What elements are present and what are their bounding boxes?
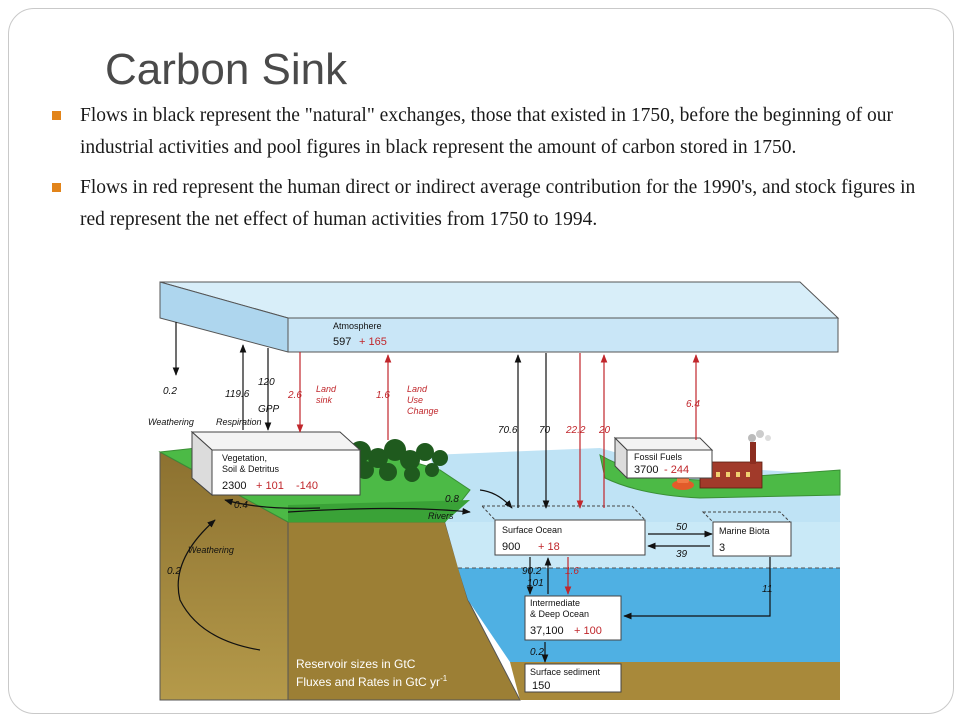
rivers-return-value: 0.4 xyxy=(234,500,248,511)
ocean-in-human-value: 22.2 xyxy=(565,425,586,436)
vegetation-box: Vegetation, Soil & Detritus 2300 + 101 -… xyxy=(190,430,362,497)
slide-title: Carbon Sink xyxy=(105,45,348,94)
soil-block xyxy=(159,451,521,701)
bullet-text: Flows in black represent the "natural" e… xyxy=(80,105,894,158)
land-sink-label-1: Land xyxy=(316,384,337,394)
biota-to-deep-value: 11 xyxy=(762,584,772,595)
bullet-square-icon xyxy=(52,183,61,192)
deep-ocean-name-1: Intermediate xyxy=(530,598,580,608)
ocean-in-value: 70 xyxy=(539,425,551,436)
flow-arrows xyxy=(172,322,771,663)
weathering-bottom-arrow xyxy=(177,519,261,651)
bullet-item: Flows in black represent the "natural" e… xyxy=(50,100,930,164)
fossil-emission-value: 6.4 xyxy=(686,399,700,410)
vegetation-human-pos: + 101 xyxy=(256,480,284,492)
respiration-label: Respiration xyxy=(216,417,262,427)
forest-icon xyxy=(335,439,448,486)
legend-line-2-sup: -1 xyxy=(440,674,448,683)
gpp-label: GPP xyxy=(258,404,279,415)
vegetation-name-1: Vegetation, xyxy=(222,453,267,463)
atmosphere-slab xyxy=(159,281,840,353)
surface-ocean-name: Surface Ocean xyxy=(502,525,562,535)
rivers-to-ocean-arrow xyxy=(479,489,513,509)
gpp-value: 120 xyxy=(258,377,275,388)
rivers-label: Rivers xyxy=(428,511,454,521)
biota-up-value: 50 xyxy=(676,522,688,533)
deep-ocean-box: Intermediate & Deep Ocean 37,100 + 100 xyxy=(524,595,622,641)
vegetation-name-2: Soil & Detritus xyxy=(222,464,280,474)
fossil-natural: 3700 xyxy=(634,464,658,476)
bullet-item: Flows in red represent the human direct … xyxy=(50,172,930,236)
surface-sediment-box: Surface sediment 150 xyxy=(524,663,622,693)
rivers-value: 0.8 xyxy=(445,494,459,505)
weathering-bottom-label: Weathering xyxy=(188,545,234,555)
land-use-label-3: Change xyxy=(407,406,439,416)
marine-biota-box: Marine Biota 3 xyxy=(701,511,792,557)
legend-line-2-text: Fluxes and Rates in GtC yr xyxy=(296,675,440,689)
land-use-label-2: Use xyxy=(407,395,423,405)
atmosphere-human: + 165 xyxy=(359,336,387,348)
legend-line-1: Reservoir sizes in GtC xyxy=(296,657,416,671)
weathering-top-value: 0.2 xyxy=(163,386,177,397)
fossil-fuels-box: Fossil Fuels 3700 - 244 xyxy=(613,436,714,480)
weathering-bottom-value: 0.2 xyxy=(167,566,181,577)
bullet-square-icon xyxy=(52,111,61,120)
fossil-human: - 244 xyxy=(664,464,689,476)
biota-to-deep-arrow xyxy=(623,557,771,620)
atmosphere-natural: 597 xyxy=(333,336,351,348)
weathering-top-label: Weathering xyxy=(148,417,194,427)
land-use-label-1: Land xyxy=(407,384,428,394)
upwelling-value: 101 xyxy=(527,578,544,589)
surface-ocean-box: Surface Ocean 900 + 18 xyxy=(480,505,647,556)
vegetation-natural: 2300 xyxy=(222,480,246,492)
diagram-legend: Reservoir sizes in GtC Fluxes and Rates … xyxy=(296,657,448,689)
respiration-value: 119.6 xyxy=(225,389,250,400)
deep-ocean-name-2: & Deep Ocean xyxy=(530,609,589,619)
fossil-name: Fossil Fuels xyxy=(634,452,683,462)
deep-ocean-natural: 37,100 xyxy=(530,625,564,637)
downwelling-human-value: 1.6 xyxy=(565,566,579,577)
surface-ocean-natural: 900 xyxy=(502,541,520,553)
land-sink-label-2: sink xyxy=(316,395,333,405)
rivers-return-arrow xyxy=(224,498,321,509)
deep-ocean-human: + 100 xyxy=(574,625,602,637)
atmosphere-name: Atmosphere xyxy=(333,321,382,331)
sedimentation-value: 0.2 xyxy=(530,647,544,658)
surface-ocean-human: + 18 xyxy=(538,541,560,553)
land-sink-value: 2.6 xyxy=(287,390,302,401)
rivers-arrow xyxy=(287,507,471,515)
sediment-natural: 150 xyxy=(532,680,550,692)
ocean-out-human-value: 20 xyxy=(598,425,611,436)
marine-biota-natural: 3 xyxy=(719,542,725,554)
sediment-name: Surface sediment xyxy=(530,667,601,677)
ocean-out-value: 70.6 xyxy=(498,425,518,436)
legend-line-2: Fluxes and Rates in GtC yr-1 xyxy=(296,674,448,689)
downwelling-value: 90.2 xyxy=(522,566,542,577)
land-use-value: 1.6 xyxy=(376,390,390,401)
vegetation-human-neg: -140 xyxy=(296,480,318,492)
bullet-list: Flows in black represent the "natural" e… xyxy=(50,100,930,244)
marine-biota-name: Marine Biota xyxy=(719,526,770,536)
biota-down-value: 39 xyxy=(676,549,688,560)
bullet-text: Flows in red represent the human direct … xyxy=(80,177,916,230)
